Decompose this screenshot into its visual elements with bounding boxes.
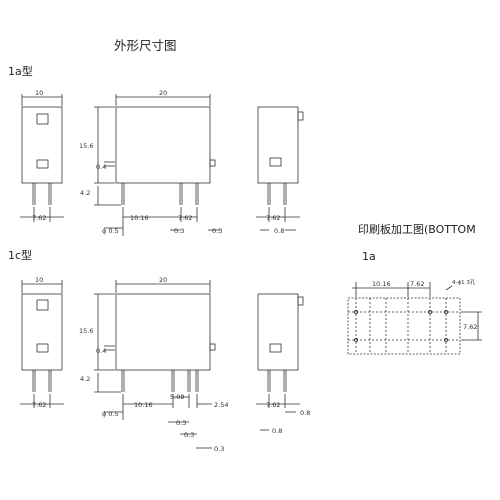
dim-1c-side-pitch-c: 5.08: [170, 393, 184, 401]
1a-rear-view: [256, 106, 304, 231]
dim-1c-gap: 0.4: [96, 347, 106, 355]
dim-1c-height: 15.6: [79, 327, 93, 335]
1c-side-view: [94, 280, 216, 449]
dim-1a-pin-length: 4.2: [80, 189, 90, 197]
dim-1c-rear-pitch: 7.62: [266, 401, 280, 409]
dim-1a-side-pitch-b: 7.62: [178, 214, 192, 222]
dim-1a-side-pitch-a: 10.16: [130, 214, 149, 222]
section-1a-label: 1a型: [8, 65, 33, 78]
pcb-hole-note: 4-ϕ1.3孔: [452, 278, 476, 286]
dim-1c-pin-thick-b: 0.3: [184, 431, 194, 439]
dim-1c-pin-thick-a: 0.3: [176, 419, 186, 427]
1c-front-view: [20, 280, 64, 408]
dim-1a-pin-thick-a: 0.3: [174, 227, 184, 235]
dim-1a-rear-pin-width: 0.8: [274, 227, 284, 235]
dim-1a-gap: 0.4: [96, 163, 106, 171]
dim-1c-pin-thick-c: 0.3: [214, 445, 224, 453]
dim-1a-side-length: 20: [159, 89, 167, 97]
dim-pcb-pitch-a: 10.16: [372, 280, 391, 288]
1c-rear-view: [256, 293, 304, 431]
section-1c-label: 1c型: [8, 249, 33, 262]
pcb-title: 印刷板加工图(BOTTOM: [358, 223, 476, 236]
dim-pcb-pitch-b: 7.62: [410, 280, 424, 288]
dim-1c-front-pitch: 7.62: [32, 401, 46, 409]
1a-side-view: [94, 94, 220, 236]
dim-1c-pin-dia: ϕ 0.5: [102, 410, 119, 418]
pcb-hole-layout: [347, 282, 482, 355]
dim-1c-front-width: 10: [35, 276, 43, 284]
1a-front-view: [20, 94, 64, 222]
pcb-sub-label: 1a: [362, 250, 376, 263]
dim-1c-pin-length: 4.2: [80, 375, 90, 383]
dim-1a-pin-thick-b: 0.3: [212, 227, 222, 235]
dim-1c-rear-pin-width-a: 0.8: [300, 409, 310, 417]
dim-1a-rear-pitch: 7.62: [266, 214, 280, 222]
dim-1a-height: 15.6: [79, 142, 93, 150]
drawing-title: 外形尺寸图: [114, 38, 177, 53]
dim-1c-rear-pin-width-b: 0.8: [272, 427, 282, 435]
dim-1c-side-pitch-a: 10.16: [134, 401, 153, 409]
dim-1c-side-length: 20: [159, 276, 167, 284]
dim-1a-front-width: 10: [35, 89, 43, 97]
dim-1a-pin-dia: ϕ 0.5: [102, 227, 119, 235]
dim-1a-front-pitch: 7.62: [32, 214, 46, 222]
dim-pcb-row-pitch: 7.62: [463, 323, 477, 331]
dim-1c-side-pitch-d: 2.54: [214, 401, 228, 409]
